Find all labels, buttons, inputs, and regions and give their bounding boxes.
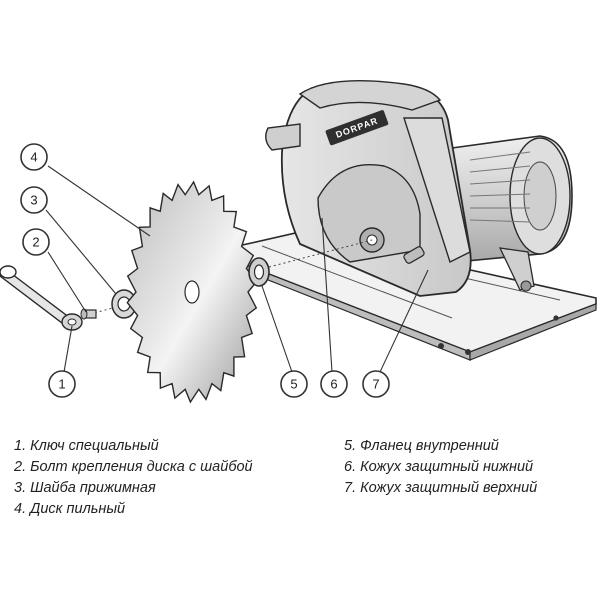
legend-right-column: 5. Фланец внутренний 6. Кожух защитный н… [344,436,537,499]
legend-left-column: 1. Ключ специальный 2. Болт крепления ди… [14,436,253,520]
legend-item-2: 2. Болт крепления диска с шайбой [14,459,253,475]
legend-item-1: 1. Ключ специальный [14,438,159,454]
callout-7: 7 [362,370,390,398]
callout-3-number: 3 [30,193,37,208]
callout-1: 1 [48,370,76,398]
callout-4-number: 4 [30,150,37,165]
callout-2-number: 2 [32,235,39,250]
callout-6-number: 6 [330,377,337,392]
callout-2: 2 [22,228,50,256]
circular-saw-assembly-diagram: DORPAR [0,79,597,404]
inner-flange [248,257,270,287]
legend-item-4: 4. Диск пильный [14,501,126,517]
saw-blade [126,180,258,404]
clamping-washer [111,289,137,319]
blade-bolt [80,308,97,320]
leader-lines [45,165,429,373]
callout-6: 6 [320,370,348,398]
callout-7-number: 7 [372,377,379,392]
legend-item-5: 5. Фланец внутренний [344,438,499,454]
callout-5-number: 5 [290,377,297,392]
callout-5: 5 [280,370,308,398]
legend-item-3: 3. Шайба прижимная [14,480,156,496]
legend-item-7: 7. Кожух защитный верхний [344,480,538,496]
saw-motor [451,135,573,263]
callout-4: 4 [20,143,48,171]
special-wrench [0,265,83,331]
saw-blade-arbor-hole [184,280,200,304]
callout-3: 3 [20,186,48,214]
callout-1-number: 1 [58,377,65,392]
legend-item-6: 6. Кожух защитный нижний [344,459,534,475]
